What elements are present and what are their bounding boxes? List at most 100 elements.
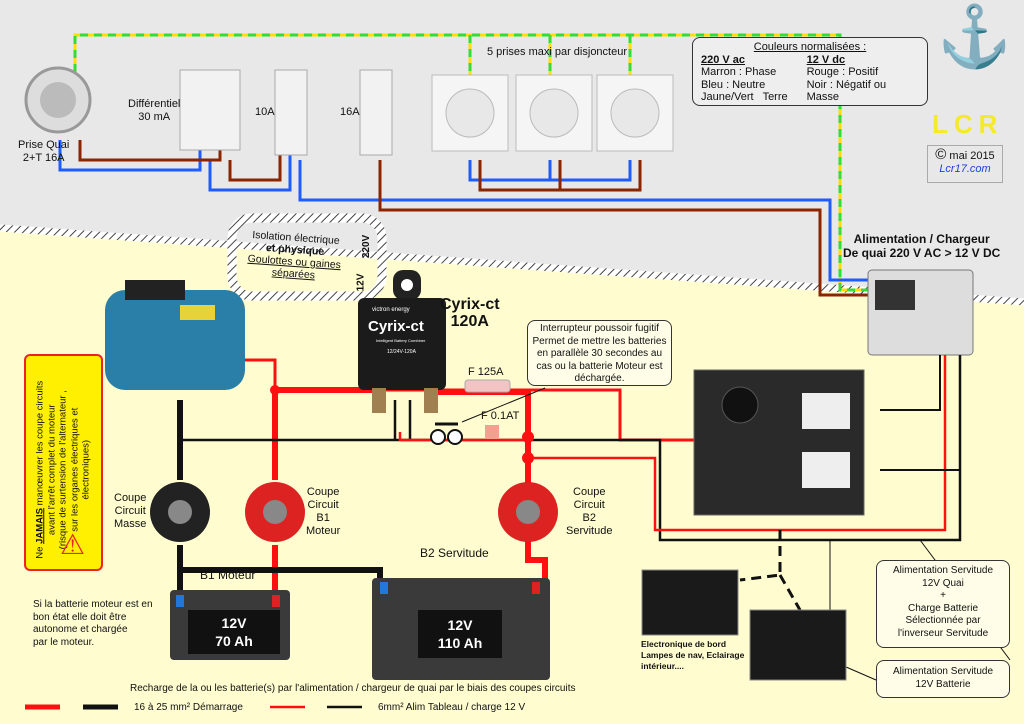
label-line: Alimentation Servitude (892, 565, 994, 576)
fuse-01at (485, 425, 499, 439)
label-line: l'inverseur Servitude (897, 627, 989, 639)
cutoff-switches (150, 482, 558, 542)
fuse-125a (464, 379, 511, 393)
label-line: Masse (114, 518, 147, 530)
label-line: Moteur (306, 525, 341, 537)
battery-b2-label: B2 Servitude (420, 546, 489, 560)
label-line: Coupe (573, 486, 606, 498)
copyright-date: mai 2015 (949, 150, 995, 162)
label-line: Circuit (307, 499, 339, 511)
label-line: autonome et chargée (33, 624, 128, 635)
label-line: Lampes de nav, Eclairage (641, 650, 745, 660)
label-line: 110 Ah (437, 635, 483, 651)
label-line: Electronique de bord (641, 639, 727, 649)
label-line: Coupe (114, 492, 147, 504)
label-line: 12V (221, 615, 247, 631)
zone-220v-label: 220V (361, 234, 373, 259)
sockets (431, 74, 674, 152)
recharge-note: Recharge de la ou les batterie(s) par l'… (130, 683, 576, 694)
legend-item: Marron : Phase (701, 66, 777, 78)
legend-item: Bleu : Neutre (701, 78, 766, 91)
label-line: JAMAIS (34, 508, 46, 544)
label-line: en parallèle 30 secondes au (536, 348, 663, 359)
cyrix-brand: victron energy (372, 307, 410, 313)
battery-b1-label: B1 Moteur (200, 568, 256, 582)
label-line: par le moteur. (33, 636, 95, 648)
label-line: Si la batterie moteur est en (33, 599, 153, 610)
breaker-10a (274, 69, 308, 156)
label-line: 30 mA (138, 111, 171, 123)
legend-item: Rouge : Positif (806, 66, 879, 78)
legend-ac-title: 220 V ac (701, 53, 746, 66)
logo-text: LCR (932, 109, 1004, 139)
fuse-01at-label: F 0.1AT (481, 410, 520, 422)
wire-legend-thin: 6mm² Alim Tableau / charge 12 V (378, 702, 526, 713)
label-line: bon état elle doit être (33, 611, 127, 623)
label-line: B1 (316, 512, 330, 524)
label-line: 120A (450, 313, 489, 330)
label-line: Sélectionnée par (905, 615, 981, 626)
label-line: cas ou la batterie Moteur est (536, 360, 663, 372)
cyrix-rating: 12/24V-120A (387, 349, 416, 355)
label-line: De quai 220 V AC > 12 V DC (843, 246, 1001, 260)
legend-dc-title: 12 V dc (806, 53, 846, 66)
cyrix-combiner (358, 270, 446, 413)
label-line: Prise Quai (18, 139, 70, 151)
label-line: Interrupteur poussoir fugitif (540, 323, 659, 334)
label-line: + (940, 590, 946, 601)
label-line: 12V Quai (922, 577, 964, 589)
label-line: Ne (34, 543, 46, 559)
label-line: Servitude (566, 525, 613, 537)
engine (105, 280, 245, 390)
breaker-16a-label: 16A (340, 106, 360, 118)
warning-icon: ⚠ (60, 529, 86, 560)
sockets-label: 5 prises maxi par disjoncteur (487, 46, 628, 58)
label-line: Alimentation / Chargeur (853, 232, 990, 246)
label-line: B2 (582, 512, 596, 524)
copyright-box: © mai 2015 Lcr17.com (927, 145, 1003, 183)
legend-item: Jaune/Vert Terre (701, 91, 788, 103)
switch-panel (693, 369, 865, 516)
label-line: 2+T 16A (22, 152, 65, 164)
label-line: Différentiel (128, 98, 181, 110)
electronics-panels (641, 569, 847, 681)
label-line: manœuvrer les coupe circuits (34, 380, 46, 509)
label-line: Charge Batterie (907, 602, 979, 614)
label-line: Coupe (306, 486, 340, 498)
label-line: Permet de mettre les batteries (532, 335, 667, 347)
label-line: Circuit (114, 505, 146, 517)
site-link[interactable]: Lcr17.com (939, 163, 991, 175)
breaker-10a-label: 10A (255, 106, 275, 118)
label-line: Cyrix-ct (440, 296, 500, 313)
label-line: intérieur.... (641, 661, 684, 671)
wire-legend-thick: 16 à 25 mm² Démarrage (134, 702, 243, 713)
anchor-logo-icon: ⚓ (937, 3, 1012, 70)
label-line: Circuit (573, 499, 605, 511)
label-line: Alimentation Servitude (892, 666, 994, 677)
isolation-zone (227, 213, 387, 301)
battery-b2 (372, 578, 550, 680)
warning-box: Ne JAMAIS manœuvrer les coupe circuits a… (24, 354, 103, 571)
label-line: avant l'arrêt complet du moteur (45, 404, 57, 536)
battery-b1 (170, 590, 290, 660)
cyrix-sub: Intelligent Battery Combiner (376, 338, 426, 343)
legend-item: Noir : Négatif ou Masse (806, 78, 887, 104)
label-line: 12V (447, 617, 473, 633)
legend-title: Couleurs normalisées : (753, 41, 867, 53)
breaker-16a (359, 69, 393, 156)
battery-b2-specs: 12V 110 Ah (422, 616, 498, 652)
